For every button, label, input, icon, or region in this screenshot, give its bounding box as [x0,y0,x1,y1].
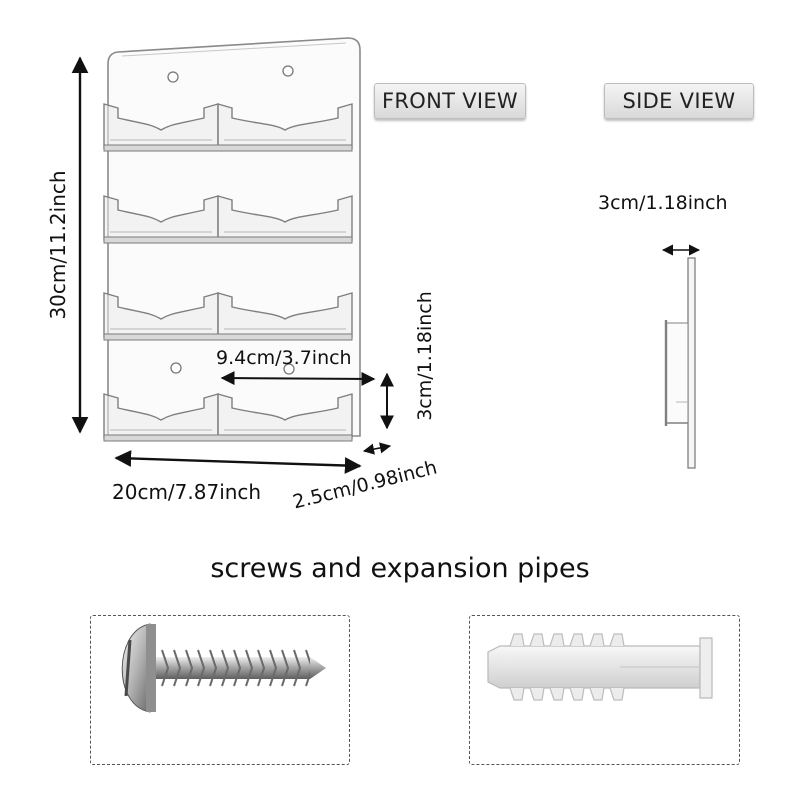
card-pocket [217,103,353,149]
plug-tooth [589,687,605,701]
card-pocket-row [103,103,353,152]
screw-thread [233,649,242,687]
screw-thread [209,649,218,687]
plug-tooth [589,633,605,647]
screw-thread [161,649,170,687]
screw-panel [90,615,350,765]
plug-tooth [509,687,525,701]
plug-tooth [569,633,585,647]
expansion-pipe-panel [469,615,740,765]
card-pocket [103,393,219,439]
plug-tooth [609,687,625,701]
plug-tooth [609,633,625,647]
screw-thread [269,649,278,687]
pocket-height-dimension-label: 3cm/1.18inch [414,291,436,421]
front-view-button[interactable]: FRONT VIEW [374,83,526,119]
card-pocket [217,292,353,338]
screw-thread [281,649,290,687]
card-pocket [217,195,353,241]
card-pocket [103,103,219,149]
pocket-base [103,236,353,244]
side-thickness-dimension-label: 3cm/1.18inch [598,192,728,214]
screw-thread [221,649,230,687]
dimension-lines [71,56,701,474]
expansion-pipe-icon [487,633,713,701]
screw-thread [185,649,194,687]
card-pocket [103,292,219,338]
card-pocket-row [103,292,353,341]
plug-tooth [569,687,585,701]
screw-icon [121,623,326,713]
plug-tooth [529,633,545,647]
screw-thread [245,649,254,687]
plug-tooth [509,633,525,647]
pocket-width-dimension-label: 9.4cm/3.7inch [216,347,352,369]
card-pocket-rows [103,103,353,442]
screw-thread [293,649,302,687]
plug-tooth [549,687,565,701]
card-pocket [103,195,219,241]
width-dimension-label: 20cm/7.87inch [112,480,262,504]
screw-thread [257,649,266,687]
pocket-base [103,144,353,152]
screw-thread [173,649,182,687]
pocket-base [103,333,353,341]
accessories-caption: screws and expansion pipes [210,553,590,584]
plug-tooth [549,633,565,647]
screw-thread [197,649,206,687]
card-pocket [217,393,353,439]
plug-tooth [529,687,545,701]
side-view-profile [664,257,696,469]
card-pocket-row [103,195,353,244]
height-dimension-label: 30cm/11.2inch [46,170,70,320]
pocket-base [103,434,353,442]
card-pocket-row [103,393,353,442]
side-view-button[interactable]: SIDE VIEW [604,83,754,119]
